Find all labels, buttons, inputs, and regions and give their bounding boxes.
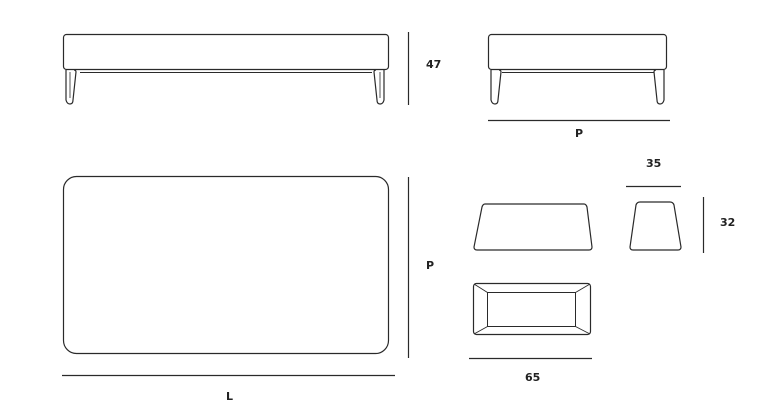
tray-top-view (472, 282, 592, 336)
bench-side-view (487, 33, 668, 105)
bench-front-view (62, 33, 390, 105)
depth-dimension-label-side: P (575, 127, 583, 140)
pouf-width-dimension-label: 35 (646, 157, 661, 170)
pouf-side-view (629, 201, 682, 251)
pouf-height-dimension-label: 32 (720, 216, 735, 229)
depth-dimension-label-top: P (426, 259, 434, 272)
tray-width-dimension-label: 65 (525, 371, 540, 384)
height-dimension-label: 47 (426, 58, 441, 71)
length-dimension-label: L (226, 390, 233, 403)
tray-side-view (473, 203, 593, 251)
bench-top-view (62, 175, 390, 355)
